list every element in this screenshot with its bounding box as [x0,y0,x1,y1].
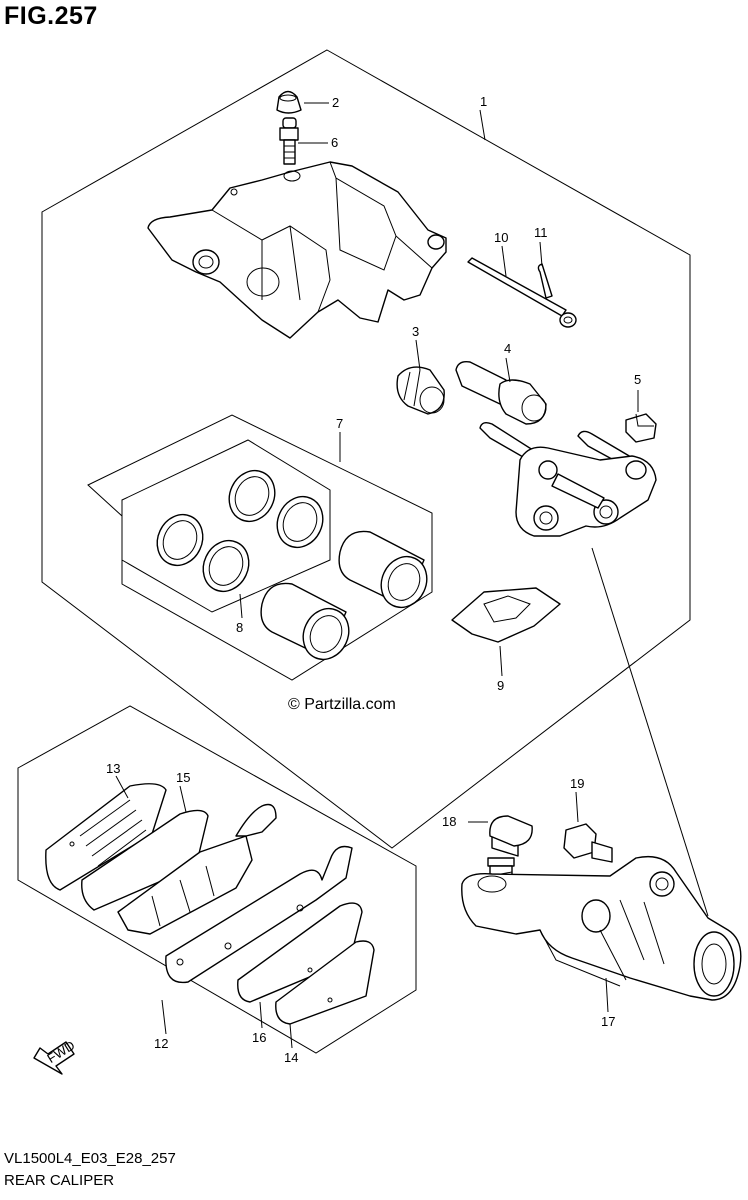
part-10-slide-pin[interactable] [467,257,577,328]
pad-set-outline [17,705,417,1054]
callout-14[interactable]: 14 [284,1050,298,1065]
piston-seal-inner-outline [121,439,331,613]
callout-8[interactable]: 8 [236,620,243,635]
part-11-pin-clip[interactable] [537,263,553,299]
part-16-brake-pad-rear[interactable] [165,845,353,984]
part-9-pad-spring[interactable] [451,587,561,643]
callout-11[interactable]: 11 [534,225,548,240]
part-3-boot[interactable] [396,366,445,415]
part-2-bleeder-cap[interactable] [276,90,302,114]
callout-17[interactable]: 17 [601,1014,615,1029]
callout-4[interactable]: 4 [504,341,511,356]
callout-5[interactable]: 5 [634,372,641,387]
caliper-body[interactable] [147,161,447,339]
callout-3[interactable]: 3 [412,324,419,339]
caliper-assembly-outline [41,49,691,849]
caliper-bracket[interactable] [479,421,657,537]
leader-lines [115,102,709,1049]
fwd-direction-arrow: FWD [33,1038,77,1075]
callout-9[interactable]: 9 [497,678,504,693]
part-14-brake-pad-shim[interactable] [237,902,375,1025]
callout-15[interactable]: 15 [176,770,190,785]
pistons[interactable] [260,530,435,666]
part-7-piston-seal-set[interactable] [149,463,331,599]
callout-10[interactable]: 10 [494,230,508,245]
part-15-brake-pad-shim[interactable] [81,809,209,911]
copyright-notice: © Partzilla.com [288,696,396,713]
callout-13[interactable]: 13 [106,761,120,776]
brake-pad-backing[interactable] [117,803,277,935]
part-6-bleeder-valve[interactable] [279,117,299,165]
callout-18[interactable]: 18 [442,814,456,829]
part-19-bolt[interactable] [563,823,613,863]
callout-12[interactable]: 12 [154,1036,168,1051]
part-13-brake-pad[interactable] [45,783,167,891]
part-5-pad-retainer[interactable] [625,413,657,443]
callout-1[interactable]: 1 [480,94,487,109]
figure-title: FIG.257 [4,2,98,30]
part-17-caliper-bracket[interactable] [461,855,742,1001]
section-name: REAR CALIPER [4,1172,115,1189]
part-4-slide-pin-boot[interactable] [455,360,547,425]
model-code: VL1500L4_E03_E28_257 [4,1150,176,1167]
callout-6[interactable]: 6 [331,135,338,150]
callout-7[interactable]: 7 [336,416,343,431]
callout-19[interactable]: 19 [570,776,584,791]
callout-2[interactable]: 2 [332,95,339,110]
callout-16[interactable]: 16 [252,1030,266,1045]
